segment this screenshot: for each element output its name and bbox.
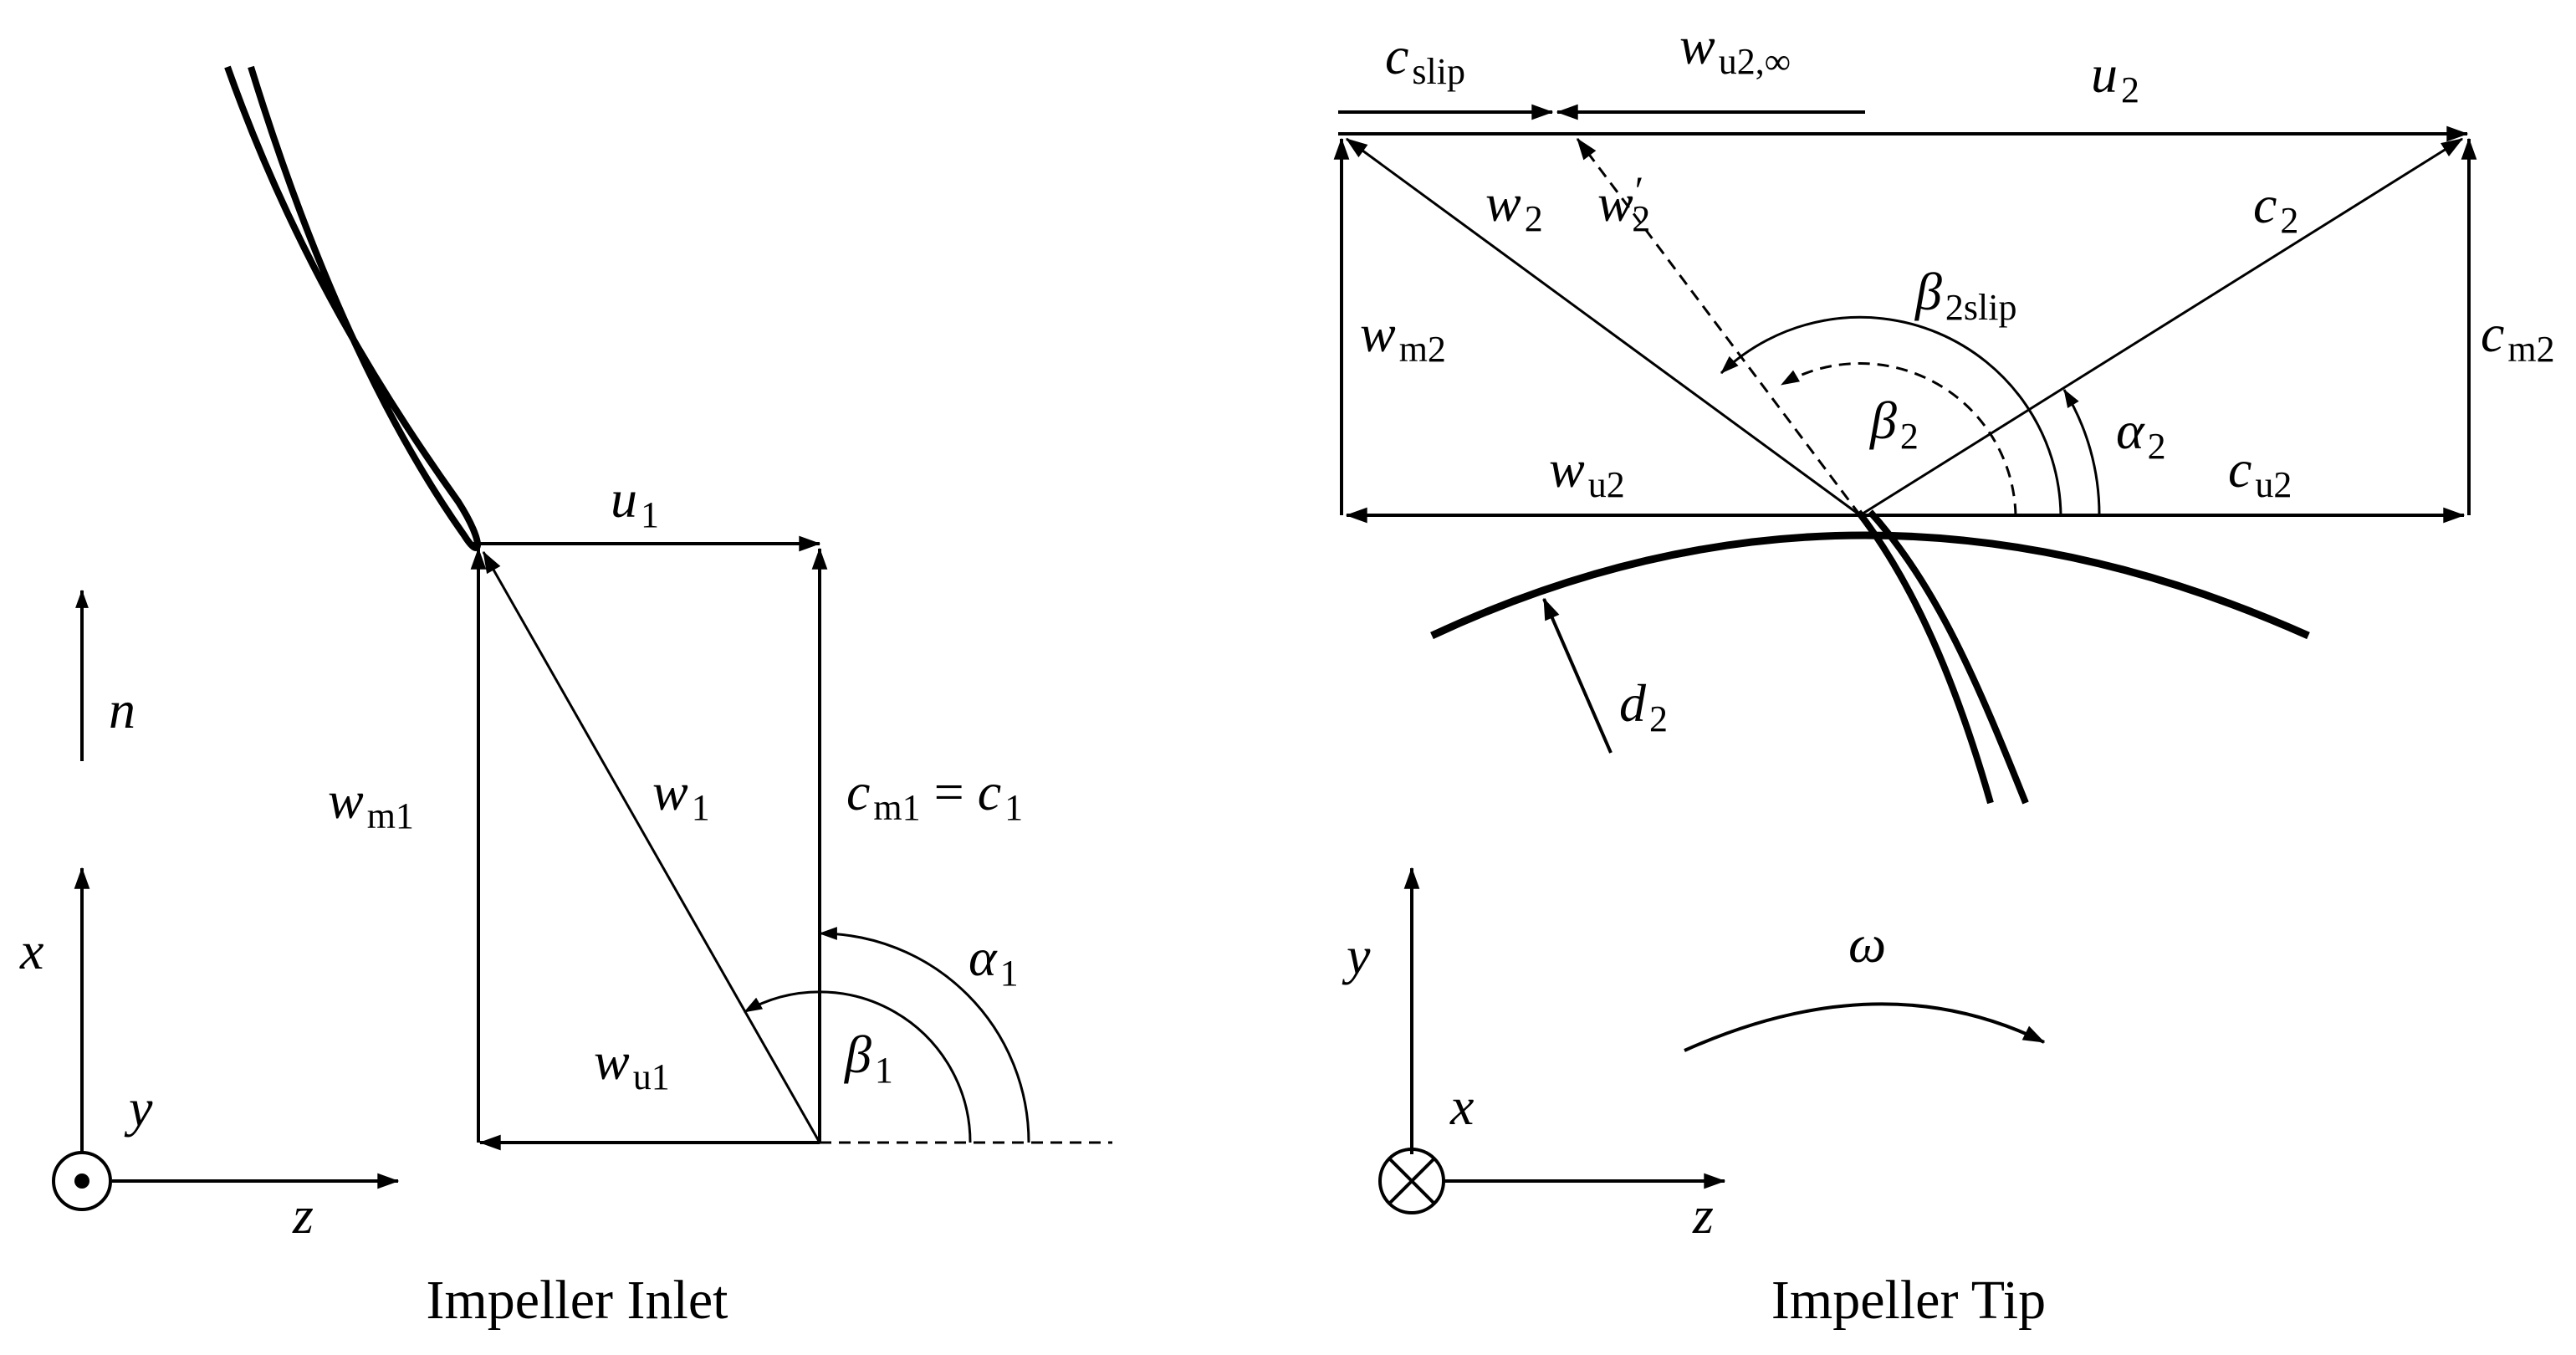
- tip-label-u2: u2: [2091, 44, 2139, 110]
- tip-axis-label-x: x: [1449, 1076, 1474, 1136]
- inlet-label-beta1: β1: [843, 1025, 893, 1091]
- inlet-diagram: [52, 65, 1112, 1211]
- tip-label-cm2: cm2: [2481, 304, 2555, 370]
- tip-label-beta2: β2: [1868, 391, 1919, 457]
- tip-label-wu2: wu2: [1549, 439, 1625, 505]
- tip-label-w2prime: w′2: [1597, 169, 1650, 239]
- inlet-axis-y-out-symbol: [52, 1151, 112, 1211]
- tip-label-wu2inf: wu2,∞: [1679, 16, 1791, 82]
- tip-label-beta2slip: β2slip: [1914, 262, 2016, 328]
- inlet-beta1-arc: [744, 990, 972, 1143]
- inlet-label-cm1: cm1 = c1: [846, 762, 1023, 828]
- caption-inlet: Impeller Inlet: [426, 1270, 728, 1331]
- caption-tip: Impeller Tip: [1771, 1270, 2046, 1331]
- tip-blade: [1855, 509, 2029, 805]
- tip-label-wm2: wm2: [1360, 304, 1446, 370]
- inlet-blade: [224, 65, 481, 551]
- tip-label-alpha2: α2: [2116, 401, 2166, 467]
- tip-rotor-arc: [1430, 531, 2310, 640]
- tip-w2prime-arrow: [1576, 137, 1862, 516]
- inlet-axis-label-z: z: [292, 1185, 314, 1245]
- tip-axis-x-into-symbol: [1378, 1148, 1445, 1214]
- tip-label-d2: d2: [1619, 673, 1668, 739]
- tip-beta2-arc: [1781, 362, 2017, 516]
- tip-beta2slip-arc: [1720, 315, 2062, 516]
- inlet-alpha1-arc: [818, 927, 1030, 1143]
- inlet-w1-arrow: [482, 550, 821, 1143]
- tip-label-cu2: cu2: [2228, 439, 2292, 505]
- tip-axis-label-z: z: [1692, 1185, 1714, 1245]
- tip-w2-arrow: [1345, 137, 1861, 517]
- tip-label-c2: c2: [2253, 175, 2298, 241]
- tip-axis-label-y: y: [1342, 926, 1371, 985]
- inlet-label-n: n: [109, 680, 135, 739]
- inlet-label-w1: w1: [652, 762, 710, 828]
- tip-alpha2-arc: [2062, 389, 2101, 516]
- inlet-label-u1: u1: [611, 469, 659, 535]
- tip-d2-arrow: [1542, 597, 1613, 754]
- tip-c2-arrow: [1859, 137, 2464, 517]
- inlet-axis-label-x: x: [19, 921, 43, 980]
- tip-omega-arrow: [1684, 1002, 2046, 1052]
- tip-diagram: [1333, 104, 2477, 1214]
- inlet-label-alpha1: α1: [969, 928, 1019, 994]
- tip-label-w2: w2: [1485, 173, 1543, 239]
- tip-label-omega: ω: [1848, 914, 1886, 974]
- tip-label-cslip: cslip: [1385, 26, 1465, 92]
- inlet-label-wm1: wm1: [328, 770, 414, 836]
- inlet-label-wu1: wu1: [594, 1031, 670, 1097]
- inlet-axis-label-y: y: [124, 1078, 153, 1138]
